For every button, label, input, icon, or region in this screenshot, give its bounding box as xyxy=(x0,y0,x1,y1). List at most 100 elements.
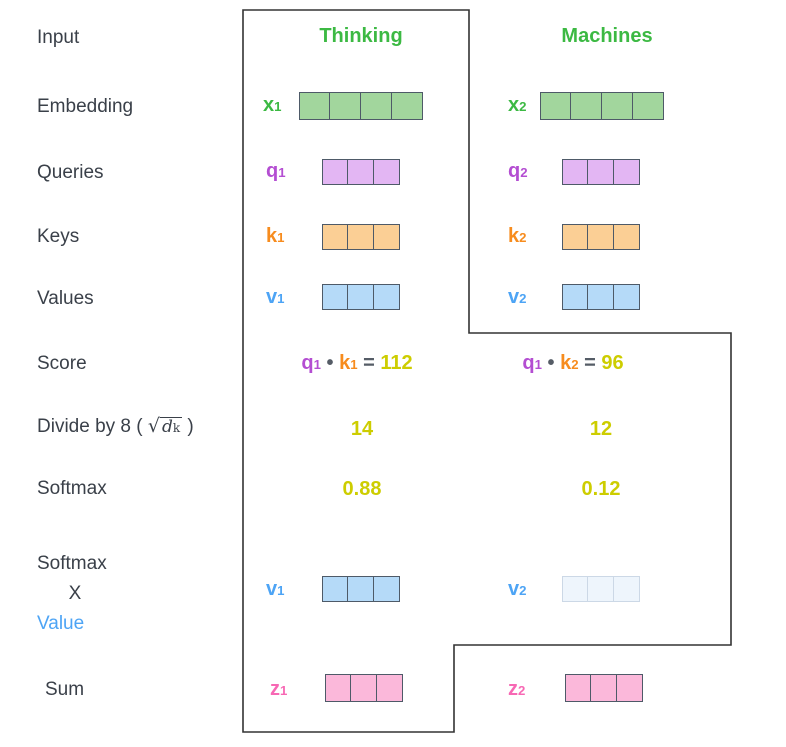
vector-cell xyxy=(351,674,377,702)
row-label-divide-by-8: Divide by 8 ( √dk ) xyxy=(37,415,194,438)
row-label-input: Input xyxy=(37,27,80,48)
vector-cells-v2-weighted-faded xyxy=(562,576,640,602)
vector-subscript: 2 xyxy=(520,165,528,180)
score1-k: k1 xyxy=(339,352,358,374)
vector-subscript: 1 xyxy=(277,291,285,306)
vector-subscript: 2 xyxy=(519,583,527,598)
vector-cell xyxy=(322,224,348,250)
vector-label-z2: z2 xyxy=(508,678,525,701)
vector-label-v2: v2 xyxy=(508,286,526,309)
vector-cell xyxy=(392,92,423,120)
vector-cell xyxy=(322,284,348,310)
vector-subscript: 2 xyxy=(518,683,526,698)
vector-letter: q xyxy=(508,160,521,182)
vector-letter: v xyxy=(508,578,520,600)
vector-cell xyxy=(617,674,643,702)
vector-letter: z xyxy=(270,678,280,700)
vector-letter: v xyxy=(266,286,278,308)
vector-cell xyxy=(374,284,400,310)
vector-cell xyxy=(602,92,633,120)
vector-cell xyxy=(614,284,640,310)
vector-cells-v1-weighted xyxy=(322,576,400,602)
score-expression-1: q1 • k1 = 112 xyxy=(301,352,412,375)
vector-cell xyxy=(322,159,348,185)
vector-cell xyxy=(614,159,640,185)
vector-cell xyxy=(348,284,374,310)
vector-subscript: 2 xyxy=(519,99,527,114)
vector-label-v1-weighted: v1 xyxy=(266,578,284,601)
vector-cells-v1 xyxy=(322,284,400,310)
vector-cell xyxy=(562,576,588,602)
vector-label-k1: k1 xyxy=(266,225,284,248)
vector-cells-x1 xyxy=(299,92,423,120)
row-label-queries: Queries xyxy=(37,162,104,183)
vector-label-v1: v1 xyxy=(266,286,284,309)
divide-label-suffix: ) xyxy=(182,416,194,437)
softmax-value-2: 0.12 xyxy=(581,478,621,500)
vector-cell xyxy=(614,224,640,250)
vector-cell xyxy=(591,674,617,702)
sqrt-variable: d xyxy=(161,417,173,437)
dot-operator: • xyxy=(326,352,334,374)
vector-cell xyxy=(565,674,591,702)
vector-subscript: 1 xyxy=(277,583,285,598)
vector-label-k2: k2 xyxy=(508,225,526,248)
divide-label-prefix: Divide by 8 ( xyxy=(37,416,148,437)
vector-cell xyxy=(588,159,614,185)
vector-cells-k1 xyxy=(322,224,400,250)
divide-value-2: 12 xyxy=(589,418,613,440)
vector-cell xyxy=(348,159,374,185)
vector-subscript: 1 xyxy=(278,165,286,180)
vector-subscript: 1 xyxy=(274,99,282,114)
vector-cells-v2 xyxy=(562,284,640,310)
vector-cells-x2 xyxy=(540,92,664,120)
vector-cell xyxy=(299,92,330,120)
softmax-value-1: 0.88 xyxy=(342,478,382,500)
outline-polygon xyxy=(242,9,732,733)
softmax-x-value-line2: X xyxy=(68,583,82,604)
row-label-embedding: Embedding xyxy=(37,96,134,117)
vector-cells-q1 xyxy=(322,159,400,185)
vector-letter: v xyxy=(266,578,278,600)
vector-subscript: 2 xyxy=(519,230,527,245)
vector-label-v2-weighted: v2 xyxy=(508,578,526,601)
vector-cell xyxy=(374,576,400,602)
vector-cells-k2 xyxy=(562,224,640,250)
row-label-softmax: Softmax xyxy=(37,478,107,499)
vector-letter: z xyxy=(508,678,518,700)
score-expression-2: q1 • k2 = 96 xyxy=(522,352,623,375)
vector-cell xyxy=(348,224,374,250)
score2-q: q1 xyxy=(522,352,542,374)
vector-cell xyxy=(330,92,361,120)
score1-value: 112 xyxy=(380,352,413,374)
sqrt-variable-sub: k xyxy=(172,421,181,435)
vector-cells-z2 xyxy=(565,674,643,702)
vector-label-x1: x1 xyxy=(263,94,281,117)
score1-q: q1 xyxy=(301,352,321,374)
score2-k: k2 xyxy=(560,352,579,374)
score2-value: 96 xyxy=(601,352,624,374)
vector-label-q2: q2 xyxy=(508,160,528,183)
vector-cell xyxy=(348,576,374,602)
vector-cell xyxy=(374,159,400,185)
vector-cell xyxy=(540,92,571,120)
divide-value-1: 14 xyxy=(350,418,374,440)
sqrt-dk-term: dk xyxy=(159,417,183,438)
vector-letter: k xyxy=(508,225,520,247)
vector-label-x2: x2 xyxy=(508,94,526,117)
row-label-values: Values xyxy=(37,288,94,309)
row-label-softmax-x-value: Softmax X Value xyxy=(37,549,113,639)
vector-subscript: 1 xyxy=(277,230,285,245)
dot-operator: • xyxy=(547,352,555,374)
vector-cell xyxy=(614,576,640,602)
vector-cell xyxy=(571,92,602,120)
vector-letter: k xyxy=(266,225,278,247)
column-header-machines: Machines xyxy=(561,25,653,47)
vector-cell xyxy=(588,284,614,310)
vector-cell xyxy=(562,159,588,185)
vector-cell xyxy=(633,92,664,120)
row-label-sum: Sum xyxy=(45,679,85,700)
vector-cell xyxy=(588,224,614,250)
vector-label-q1: q1 xyxy=(266,160,286,183)
vector-label-z1: z1 xyxy=(270,678,287,701)
